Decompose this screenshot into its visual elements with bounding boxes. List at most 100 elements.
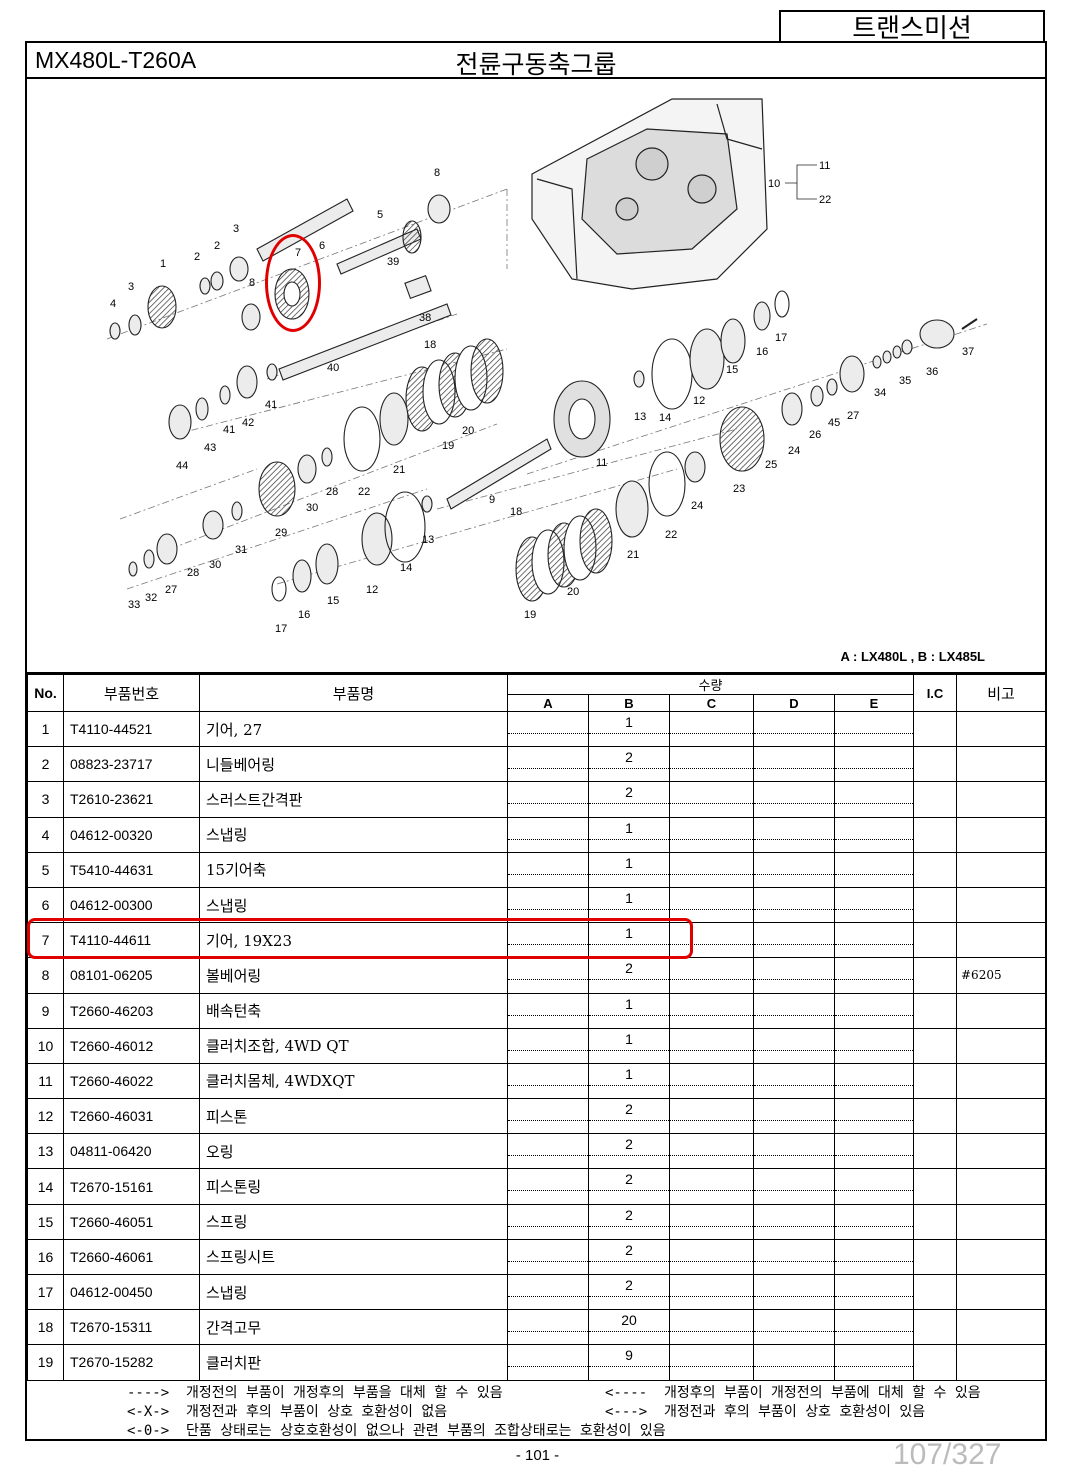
row-qty-value: 1 <box>625 889 633 906</box>
row-part-number: 04612-00450 <box>63 1273 200 1311</box>
row-ic <box>913 710 957 748</box>
row-qty-c <box>669 1062 754 1100</box>
row-no: 11 <box>27 1062 64 1100</box>
row-ic <box>913 1344 957 1381</box>
row-ic <box>913 816 957 853</box>
callout: 21 <box>627 549 639 561</box>
callout: 20 <box>462 425 474 437</box>
callout: 31 <box>235 544 247 556</box>
row-part-name: 볼베어링 <box>199 957 508 994</box>
row-no: 12 <box>27 1098 64 1135</box>
callout: 35 <box>899 375 911 387</box>
row-remark <box>956 1062 1046 1100</box>
row-part-name: 오링 <box>199 1133 508 1170</box>
callout: 11 <box>596 457 607 469</box>
callout: 3 <box>128 281 134 293</box>
row-qty-a <box>507 1238 589 1276</box>
row-qty-c <box>669 1309 754 1346</box>
row-qty-c <box>669 1344 754 1381</box>
row-no: 17 <box>27 1273 64 1311</box>
row-qty-e <box>834 957 914 994</box>
row-no: 10 <box>27 1027 64 1064</box>
row-part-number: T2660-46031 <box>63 1098 200 1135</box>
callout: 29 <box>275 527 287 539</box>
row-qty-b: 20 <box>588 1309 670 1346</box>
row-qty-c <box>669 992 754 1029</box>
row-qty-c <box>669 922 754 959</box>
row-part-name: 배속턴축 <box>199 992 508 1029</box>
col-part-name: 부품명 <box>199 674 508 712</box>
callout: 22 <box>358 486 370 498</box>
callout: 17 <box>275 623 287 635</box>
highlight-row-7 <box>27 918 693 959</box>
callout: 41 <box>223 424 235 436</box>
row-no: 2 <box>27 746 64 783</box>
clutch-discs-upper <box>405 338 504 432</box>
upper-shaft-parts <box>109 194 452 381</box>
row-qty-value: 2 <box>625 749 633 766</box>
row-qty-d <box>753 710 835 748</box>
row-ic <box>913 746 957 783</box>
row-qty-e <box>834 886 914 924</box>
row-qty-a <box>507 957 589 994</box>
row-remark <box>956 1238 1046 1276</box>
callout: 28 <box>187 567 199 579</box>
col-ic: I.C <box>913 674 957 712</box>
row-no: 4 <box>27 816 64 853</box>
row-remark <box>956 710 1046 748</box>
row-qty-value: 1 <box>625 1065 633 1082</box>
callout: 36 <box>926 366 938 378</box>
row-qty-d <box>753 992 835 1029</box>
callout: 26 <box>809 429 821 441</box>
row-qty-c <box>669 957 754 994</box>
row-qty-e <box>834 1309 914 1346</box>
callout: 15 <box>327 595 339 607</box>
row-qty-d <box>753 746 835 783</box>
col-qty-c: C <box>669 694 754 712</box>
row-qty-b: 1 <box>588 992 670 1029</box>
row-no: 14 <box>27 1168 64 1205</box>
row-qty-a <box>507 1309 589 1346</box>
row-qty-b: 2 <box>588 1273 670 1311</box>
callout: 24 <box>788 445 800 457</box>
row-ic <box>913 1309 957 1346</box>
row-qty-value: 20 <box>621 1312 637 1329</box>
row-qty-a <box>507 1133 589 1170</box>
row-qty-e <box>834 816 914 853</box>
row-qty-b: 1 <box>588 1027 670 1064</box>
legend-line: <-0-> 단품 상태로는 상호호환성이 없으나 관련 부품의 조합상태로는 호… <box>127 1423 666 1439</box>
row-part-name: 니들베어링 <box>199 746 508 783</box>
row-part-name: 클러치몸체, 4WDXQT <box>199 1062 508 1100</box>
row-ic <box>913 1273 957 1311</box>
row-ic <box>913 1168 957 1205</box>
row-qty-b: 1 <box>588 816 670 853</box>
row-no: 6 <box>27 886 64 924</box>
col-part-number: 부품번호 <box>63 674 200 712</box>
col-remark: 비고 <box>956 674 1046 712</box>
row-qty-a <box>507 1273 589 1311</box>
middle-shaft-parts <box>128 290 978 602</box>
row-qty-a <box>507 710 589 748</box>
row-qty-e <box>834 1098 914 1135</box>
row-ic <box>913 922 957 959</box>
row-qty-d <box>753 851 835 888</box>
legend-line: <-X-> 개정전과 후의 부품이 상호 호환성이 없음 <box>127 1404 448 1420</box>
row-remark <box>956 1098 1046 1135</box>
row-qty-b: 1 <box>588 710 670 748</box>
row-qty-d <box>753 1027 835 1064</box>
row-qty-value: 1 <box>625 714 633 730</box>
row-qty-b: 1 <box>588 851 670 888</box>
callout-labels: 8 5 3 2 2 7 6 1 3 8 39 4 38 40 18 41 42 … <box>110 160 974 635</box>
row-qty-a <box>507 781 589 818</box>
row-qty-b: 2 <box>588 957 670 994</box>
row-qty-a <box>507 886 589 924</box>
callout: 37 <box>962 346 974 358</box>
row-qty-d <box>753 1273 835 1311</box>
